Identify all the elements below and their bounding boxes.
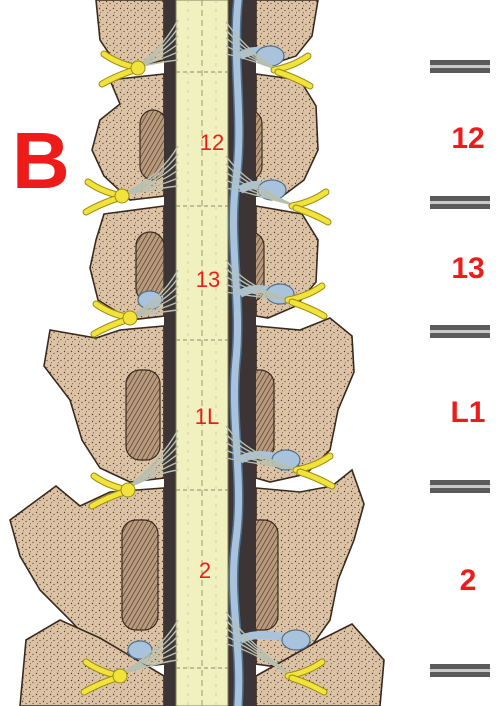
- nerve-ganglion: [131, 61, 145, 75]
- segment-label-l1: L1: [450, 396, 485, 429]
- spinal-cord: [176, 0, 228, 706]
- articular-facet: [126, 370, 160, 460]
- nerve-ganglion: [121, 483, 135, 497]
- segment-label-2: 2: [460, 564, 477, 597]
- segment-label-13: 13: [451, 252, 484, 285]
- nerve-ganglion: [113, 669, 127, 683]
- panel-letter: B: [12, 116, 70, 205]
- cord-label-13: 13: [196, 267, 220, 292]
- cord-label-1l: 1L: [195, 404, 219, 429]
- nerve-ganglion: [123, 311, 137, 325]
- articular-facet: [122, 520, 158, 630]
- nerve-claw: [86, 198, 118, 212]
- vein-bulb: [282, 630, 310, 650]
- nerve-ganglion: [115, 189, 129, 203]
- articular-facet: [140, 110, 166, 180]
- nerve-claw: [300, 472, 332, 486]
- vertebra-shape: [256, 74, 318, 198]
- cord-label-12: 12: [200, 130, 224, 155]
- segment-label-12: 12: [451, 122, 484, 155]
- nerve-claw: [292, 302, 324, 316]
- cord-label-2: 2: [199, 558, 211, 583]
